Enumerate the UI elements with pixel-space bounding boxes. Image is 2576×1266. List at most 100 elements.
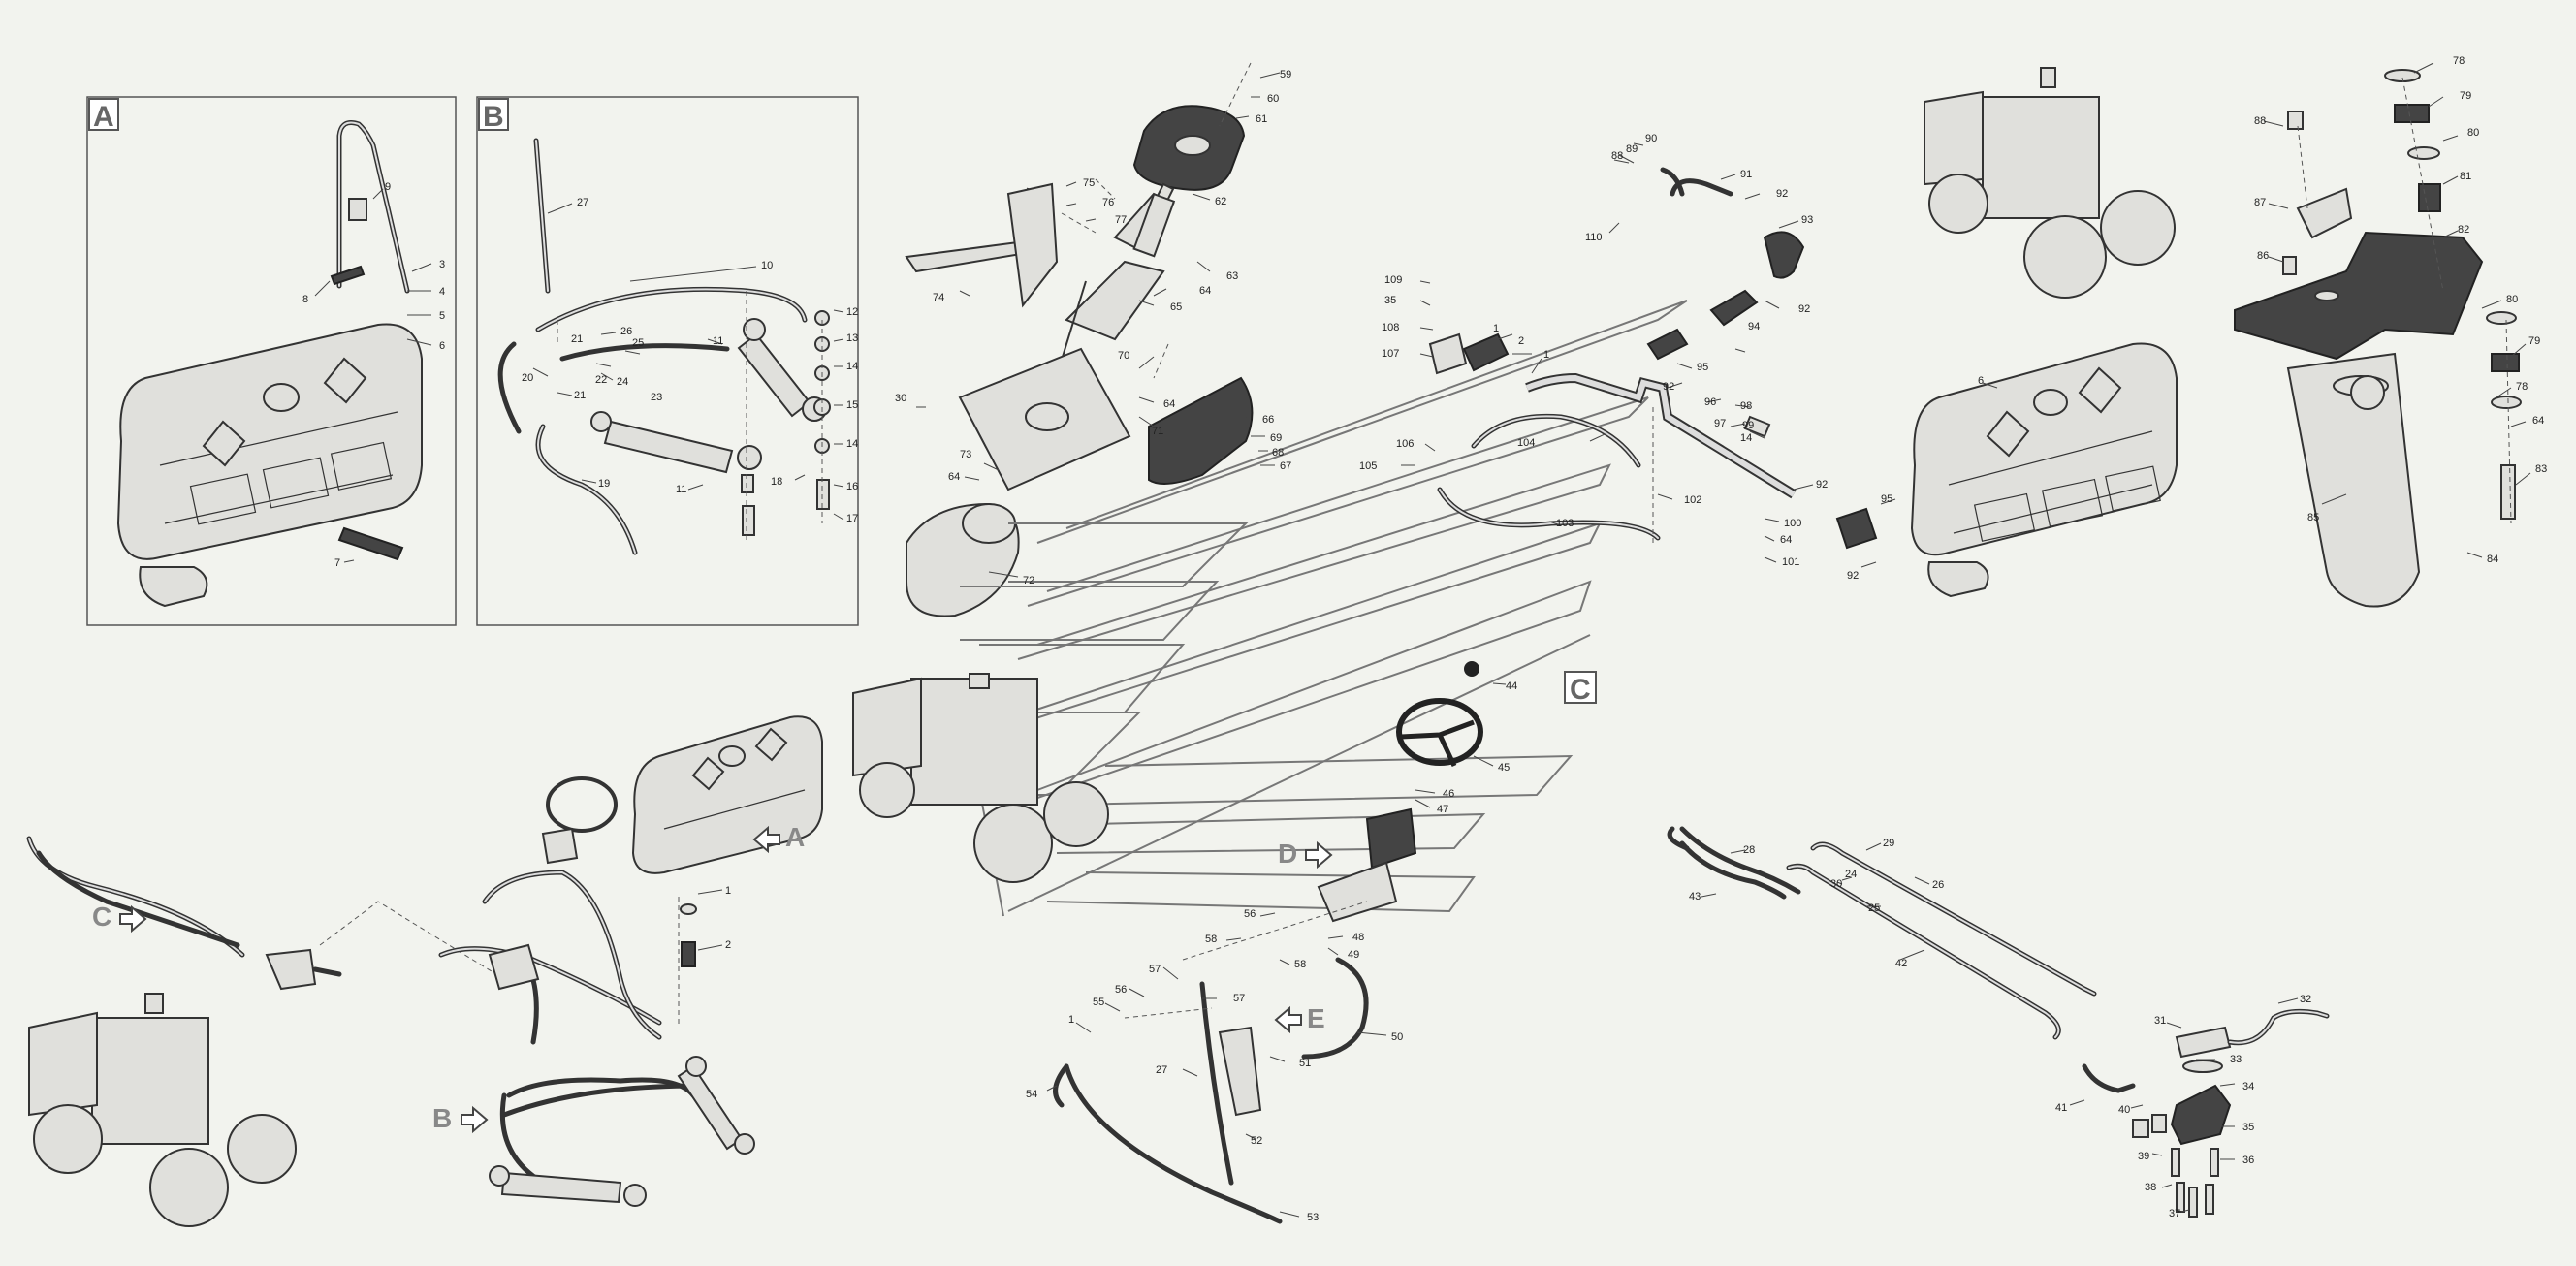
- fuel-tank-a: [116, 323, 423, 608]
- callout: 35: [1384, 295, 1396, 306]
- callout: 56: [1115, 984, 1127, 996]
- callout: 8: [302, 294, 308, 305]
- arrow-e: E: [1274, 1003, 1325, 1034]
- callout: 36: [2242, 1155, 2254, 1166]
- callout: 24: [617, 376, 628, 388]
- callout: 97: [1714, 418, 1726, 429]
- callout: 77: [1115, 214, 1127, 226]
- arrow-e-label: E: [1307, 1003, 1325, 1033]
- callout: 78: [2516, 381, 2528, 393]
- callout: 86: [2257, 250, 2269, 262]
- callout: 64: [948, 471, 960, 483]
- arrow-d-label: D: [1278, 839, 1297, 869]
- callout: 11: [713, 335, 723, 347]
- callout: 99: [1742, 420, 1754, 431]
- callout: 27: [577, 197, 588, 208]
- callout: 110: [1585, 232, 1603, 243]
- callout: 105: [1359, 460, 1377, 472]
- callout: 30: [1830, 878, 1842, 890]
- steering-column-assembly: [905, 62, 1254, 617]
- callout: 1: [1068, 1014, 1074, 1026]
- callout: 25: [632, 337, 644, 349]
- callout: 2: [1518, 335, 1524, 347]
- callout: 2: [725, 939, 731, 951]
- callout: 26: [620, 326, 632, 337]
- callout: 58: [1294, 959, 1306, 970]
- callout: 6: [1978, 375, 1984, 387]
- fuel-tank-right: [1910, 342, 2178, 598]
- callout: 25: [1868, 902, 1880, 914]
- callout: 6: [439, 340, 445, 352]
- callout: 82: [2458, 224, 2469, 236]
- callout: 55: [1093, 997, 1104, 1008]
- inset-b: B: [476, 96, 859, 626]
- callout: 95: [1881, 493, 1892, 505]
- callout: 92: [1663, 381, 1674, 393]
- callout: 96: [1704, 396, 1716, 408]
- callout: 69: [1270, 432, 1282, 444]
- callout: 51: [1299, 1058, 1311, 1069]
- callout: 10: [761, 260, 773, 271]
- callout: 14: [1740, 432, 1752, 444]
- callout: 56: [1244, 908, 1256, 920]
- callout: 22: [595, 374, 607, 386]
- callout: 14: [846, 438, 858, 450]
- callout: 44: [1506, 680, 1517, 692]
- callout: 34: [2242, 1081, 2254, 1092]
- callout: 103: [1556, 518, 1574, 529]
- view-arrows: A B C D E: [92, 822, 1333, 1134]
- callout: 49: [1348, 949, 1359, 961]
- callout: 7: [334, 557, 340, 569]
- arrow-a: A: [752, 822, 805, 854]
- pipes-lower-right: [1667, 826, 2330, 1218]
- callout: 70: [1118, 350, 1129, 362]
- callout: 88: [2254, 115, 2266, 127]
- callout: 64: [1199, 285, 1211, 297]
- inset-a: A: [86, 96, 457, 626]
- callout: 80: [2506, 294, 2518, 305]
- callout: 87: [2254, 197, 2266, 208]
- callout: 85: [2307, 512, 2319, 523]
- callout: 63: [1226, 270, 1238, 282]
- callout: 33: [2230, 1054, 2242, 1065]
- callout: 79: [2528, 335, 2540, 347]
- callout: 39: [2138, 1151, 2149, 1162]
- callout: 15: [846, 399, 858, 411]
- callout: 101: [1782, 556, 1799, 568]
- callout: 54: [1026, 1089, 1037, 1100]
- callout: 12: [846, 306, 858, 318]
- callout: 9: [385, 181, 391, 193]
- callout: 76: [1102, 197, 1114, 208]
- inset-b-label: B: [483, 101, 504, 133]
- callout: 89: [1626, 143, 1638, 155]
- callout: 62: [1215, 196, 1226, 207]
- callout: 43: [1689, 891, 1701, 902]
- callout: 91: [1740, 169, 1752, 180]
- callout-labels: 59 60 61 62 75 76 77 63 64 65 74 70 64 7…: [302, 55, 2547, 1223]
- callout: 80: [2467, 127, 2479, 139]
- callout: 92: [1776, 188, 1788, 200]
- callout: 35: [2242, 1122, 2254, 1133]
- callout: 37: [2169, 1208, 2180, 1219]
- callout: 102: [1684, 494, 1701, 506]
- tractor-drawing-center: [852, 673, 1109, 883]
- inset-c: C: [1564, 671, 1597, 706]
- callout: 26: [1932, 879, 1944, 891]
- filter-assembly: [2234, 69, 2522, 608]
- callout: 32: [2300, 994, 2311, 1005]
- callout: 42: [1895, 958, 1907, 969]
- callout: 30: [895, 393, 906, 404]
- callout: 5: [439, 310, 445, 322]
- callout: 57: [1233, 993, 1245, 1004]
- pipes-upper-right: [1428, 167, 1878, 550]
- callout: 73: [960, 449, 971, 460]
- callout: 68: [1272, 447, 1284, 459]
- callout: 1: [1543, 349, 1549, 361]
- callout: 106: [1396, 438, 1414, 450]
- arrow-a-label: A: [785, 822, 805, 852]
- callout: 90: [1645, 133, 1657, 144]
- callout: 47: [1437, 804, 1448, 815]
- callout: 13: [846, 332, 858, 344]
- callout: 66: [1262, 414, 1274, 426]
- callout: 53: [1307, 1212, 1319, 1223]
